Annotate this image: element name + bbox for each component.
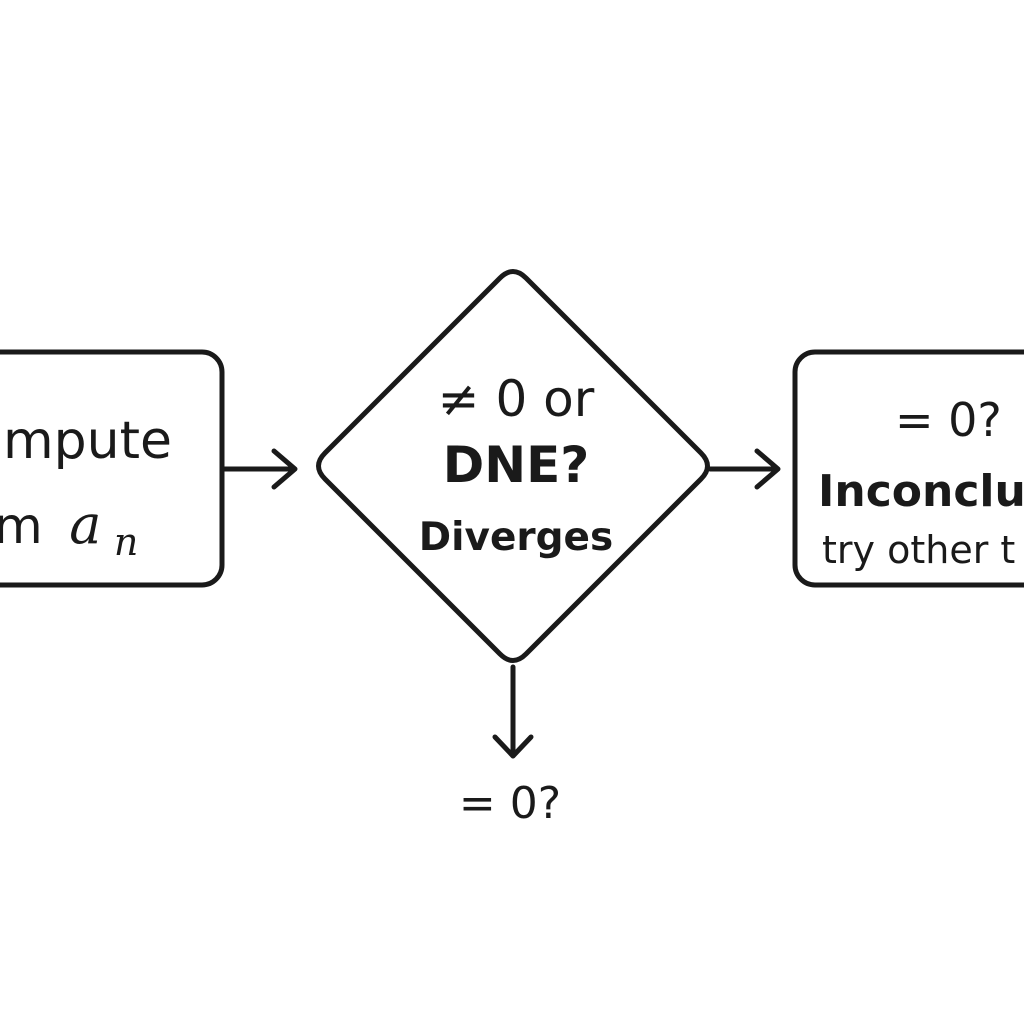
decision-line3: Diverges <box>419 515 613 560</box>
bottom-label: = 0? <box>459 778 561 829</box>
compute-box-var-subscript: n <box>114 520 138 564</box>
decision-line1: ≠ 0 or <box>438 370 595 428</box>
compute-box-line2-prefix: m <box>0 497 43 555</box>
arrow-to-inconclusive <box>707 448 781 490</box>
compute-box-line2: m a n <box>0 493 138 564</box>
arrow-to-decision-head <box>271 448 298 490</box>
decision-diamond-frame <box>316 269 710 663</box>
compute-box-line1: mpute <box>3 411 172 471</box>
arrow-to-inconclusive-head <box>754 448 781 490</box>
arrow-down <box>492 664 534 759</box>
inconclusive-line1: = 0? <box>895 393 1002 447</box>
arrow-to-decision <box>220 448 298 490</box>
inconclusive-line3: try other t <box>822 528 1015 572</box>
compute-box-var: a <box>69 493 101 556</box>
inconclusive-box-frame <box>792 349 1024 588</box>
inconclusive-box: = 0? Inconclus try other t <box>792 349 1024 588</box>
compute-box: mpute m a n <box>0 349 225 588</box>
inconclusive-line2: Inconclus <box>818 466 1024 517</box>
decision-line2: DNE? <box>443 436 590 494</box>
decision-diamond: ≠ 0 or DNE? Diverges <box>316 269 710 663</box>
arrow-down-head <box>492 734 534 759</box>
